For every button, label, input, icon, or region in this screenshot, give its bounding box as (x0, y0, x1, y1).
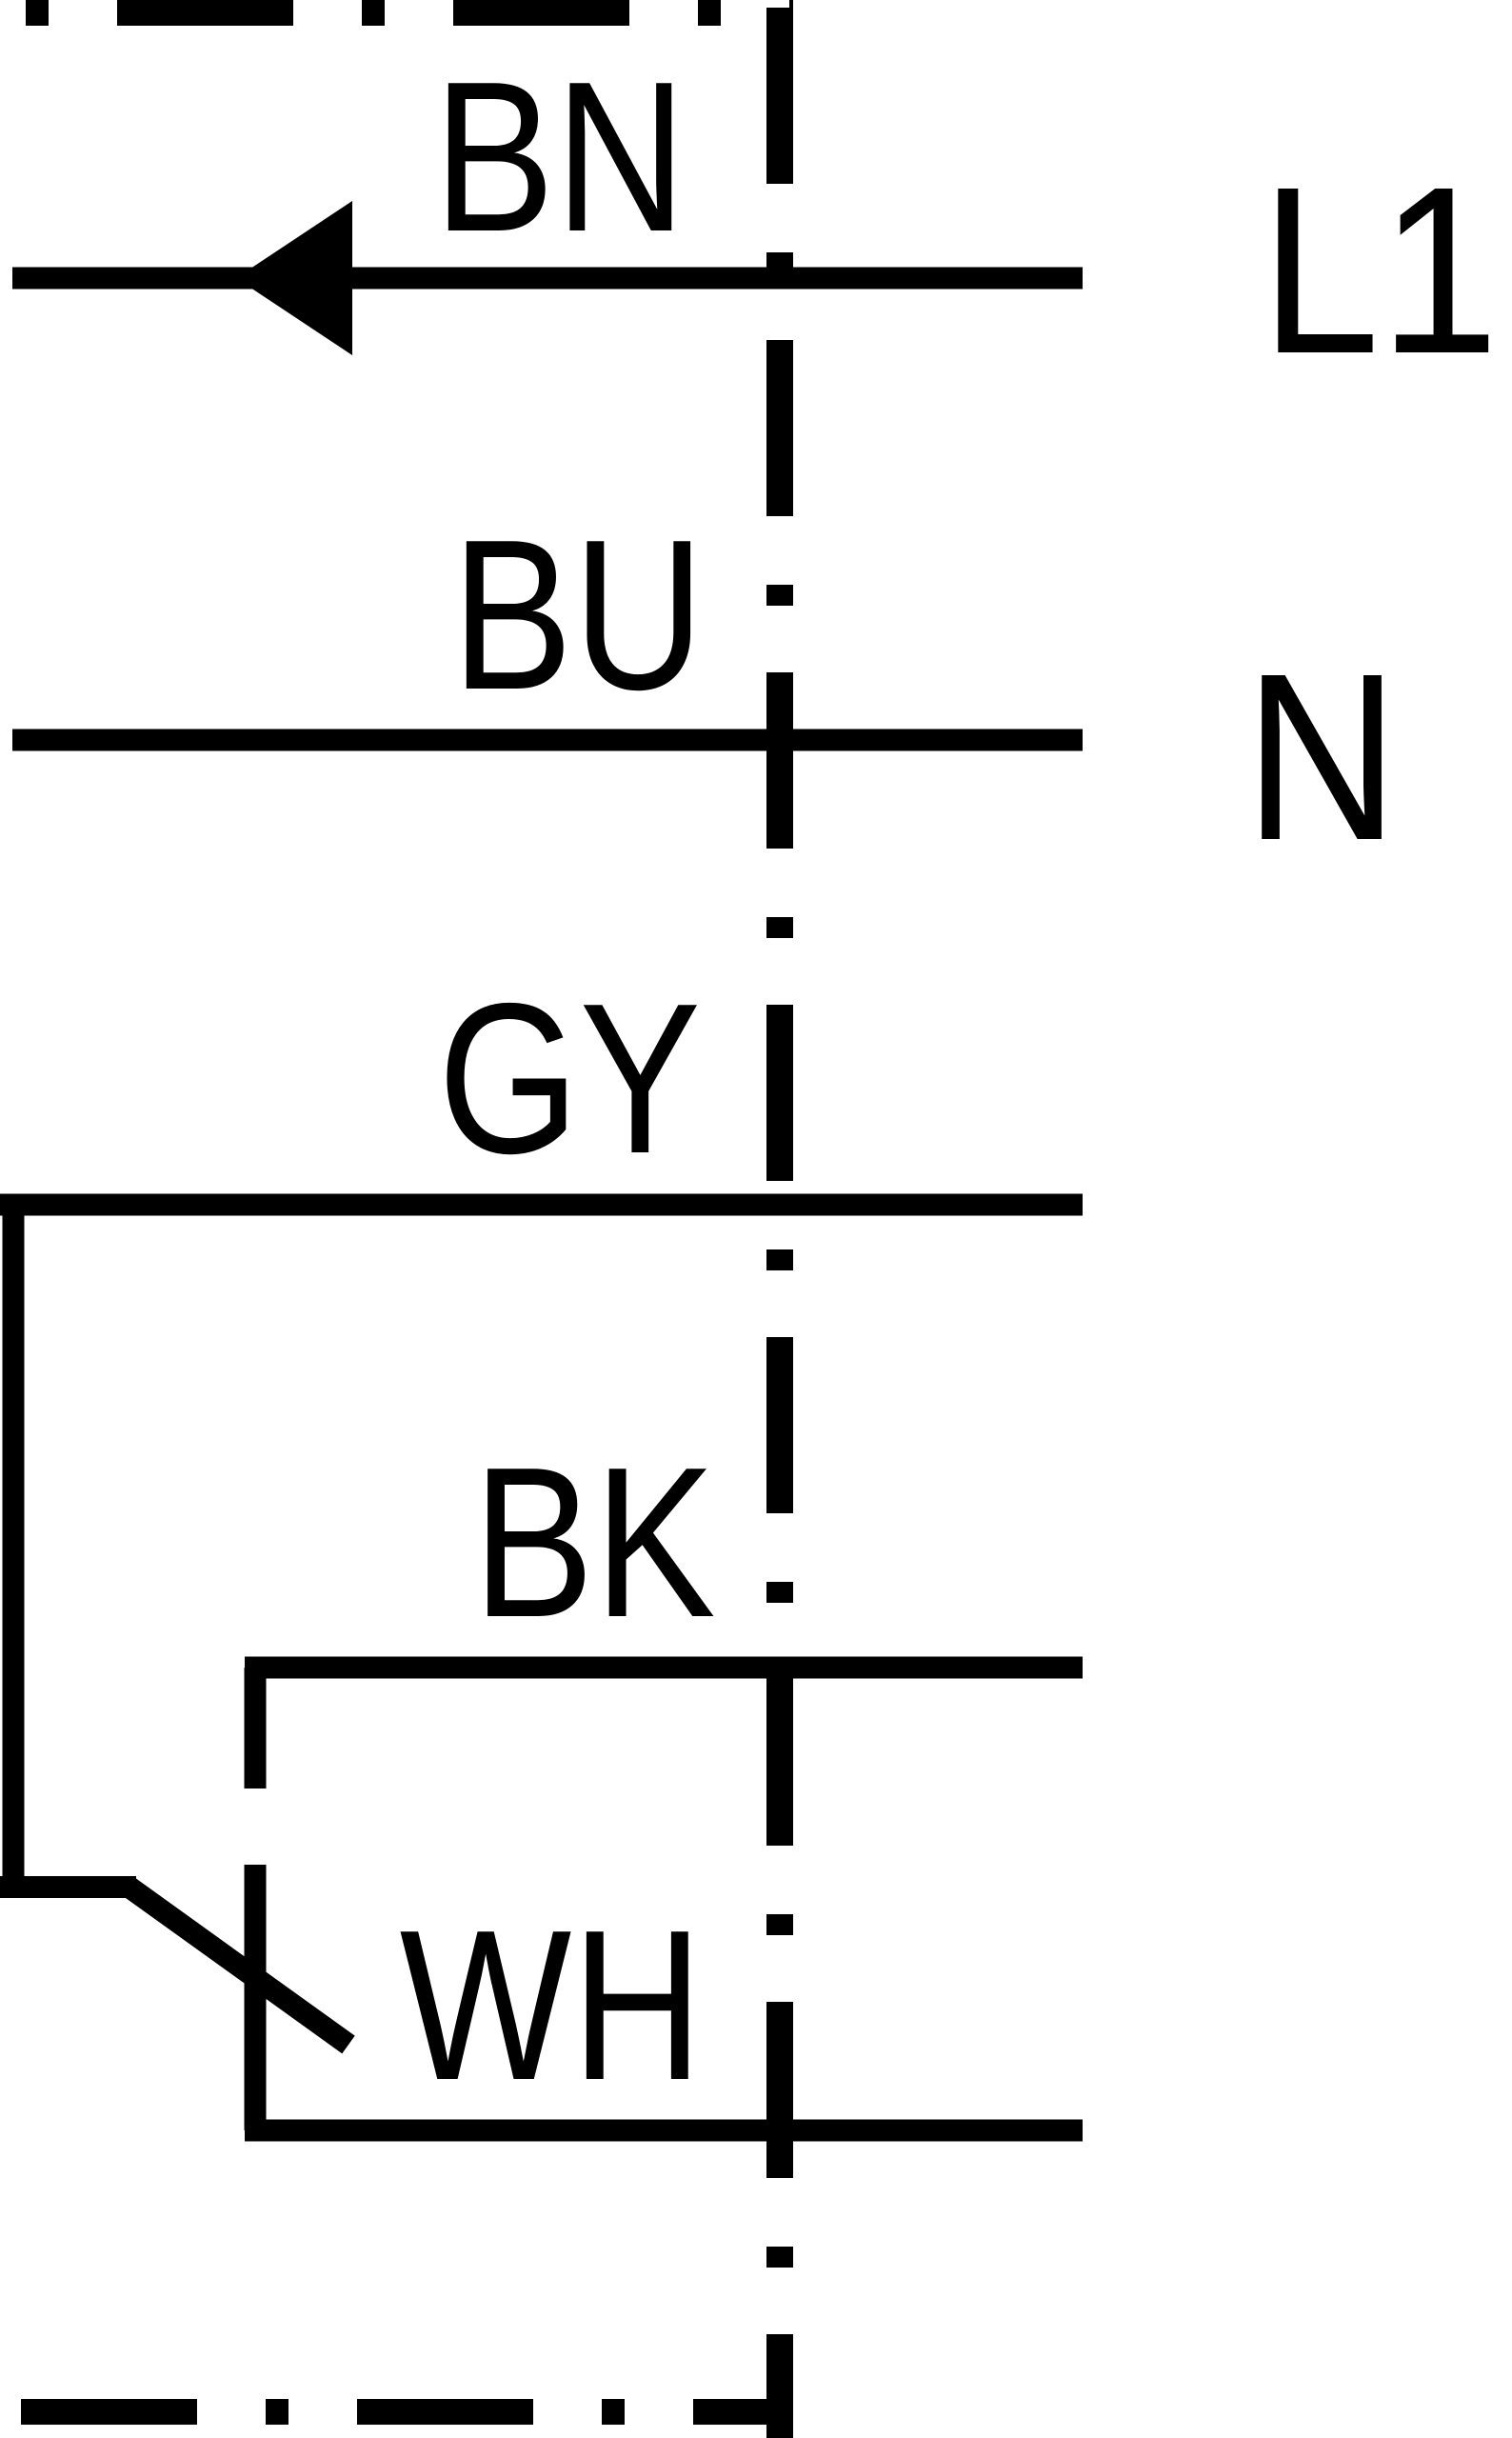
wire-label-wh: WH (400, 1886, 704, 2125)
switch-lever-line (122, 1877, 355, 2054)
wire-label-gy: GY (438, 959, 701, 1198)
wire-label-bu: BU (451, 495, 705, 734)
current-direction-arrow-icon (236, 201, 352, 355)
wire-label-bk: BK (472, 1423, 715, 1662)
wire-label-bn: BN (433, 37, 686, 276)
terminal-label-l1: L1 (1261, 138, 1499, 404)
terminal-label-n: N (1244, 625, 1399, 890)
